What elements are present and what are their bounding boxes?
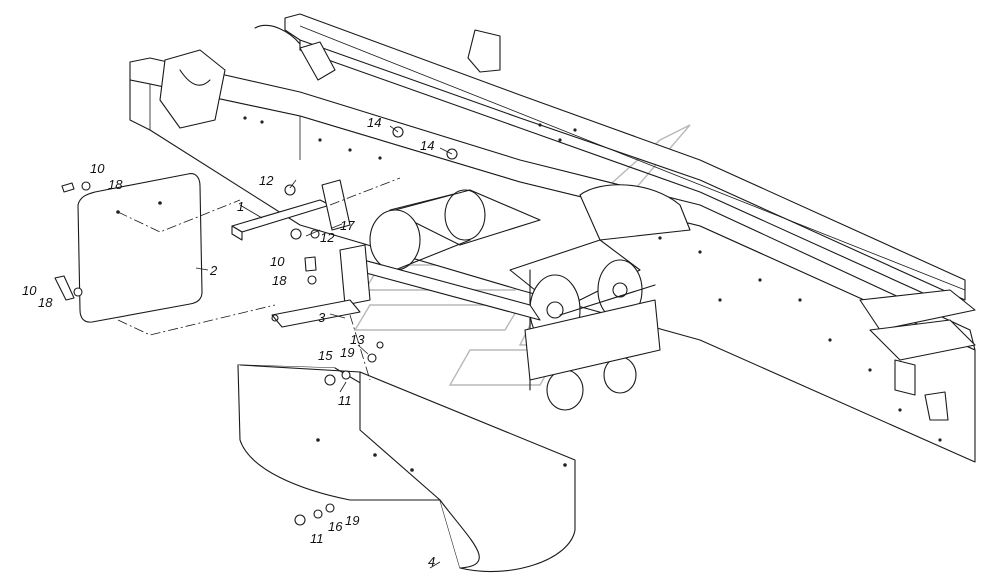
fasteners [54,126,458,526]
part-4-cover [237,364,576,573]
label-18-middle: 18 [272,273,287,288]
label-3: 3 [318,310,326,325]
label-19-middle: 19 [340,345,354,360]
label-2: 2 [209,263,218,278]
label-13: 13 [350,332,365,347]
tank-brackets [339,244,661,381]
label-14-left: 14 [367,115,381,130]
leader-lines [195,125,453,569]
label-18-top-left: 18 [108,177,123,192]
label-1: 1 [237,199,244,214]
label-16: 16 [328,519,343,534]
rail-rivets [243,116,942,442]
label-10-lower-left: 10 [22,283,37,298]
label-10-middle: 10 [270,254,285,269]
frame-rail-rear [254,13,966,313]
callout-labels: 1 2 3 4 10 18 10 18 12 12 17 10 18 14 14… [22,115,435,569]
label-10-top-left: 10 [90,161,105,176]
label-11-bottom: 11 [310,531,324,546]
label-12-top: 12 [259,173,274,188]
label-12-lower: 12 [320,230,335,245]
label-4: 4 [428,554,435,569]
assembly-guide-lines [117,177,401,381]
label-17: 17 [340,218,355,233]
part-3-bracket [271,299,361,328]
part-2-mud-flap [77,173,203,323]
label-15: 15 [318,348,333,363]
label-19-bottom: 19 [345,513,359,528]
label-11-middle: 11 [338,393,352,408]
label-14-right: 14 [420,138,434,153]
label-18-lower-left: 18 [38,295,53,310]
